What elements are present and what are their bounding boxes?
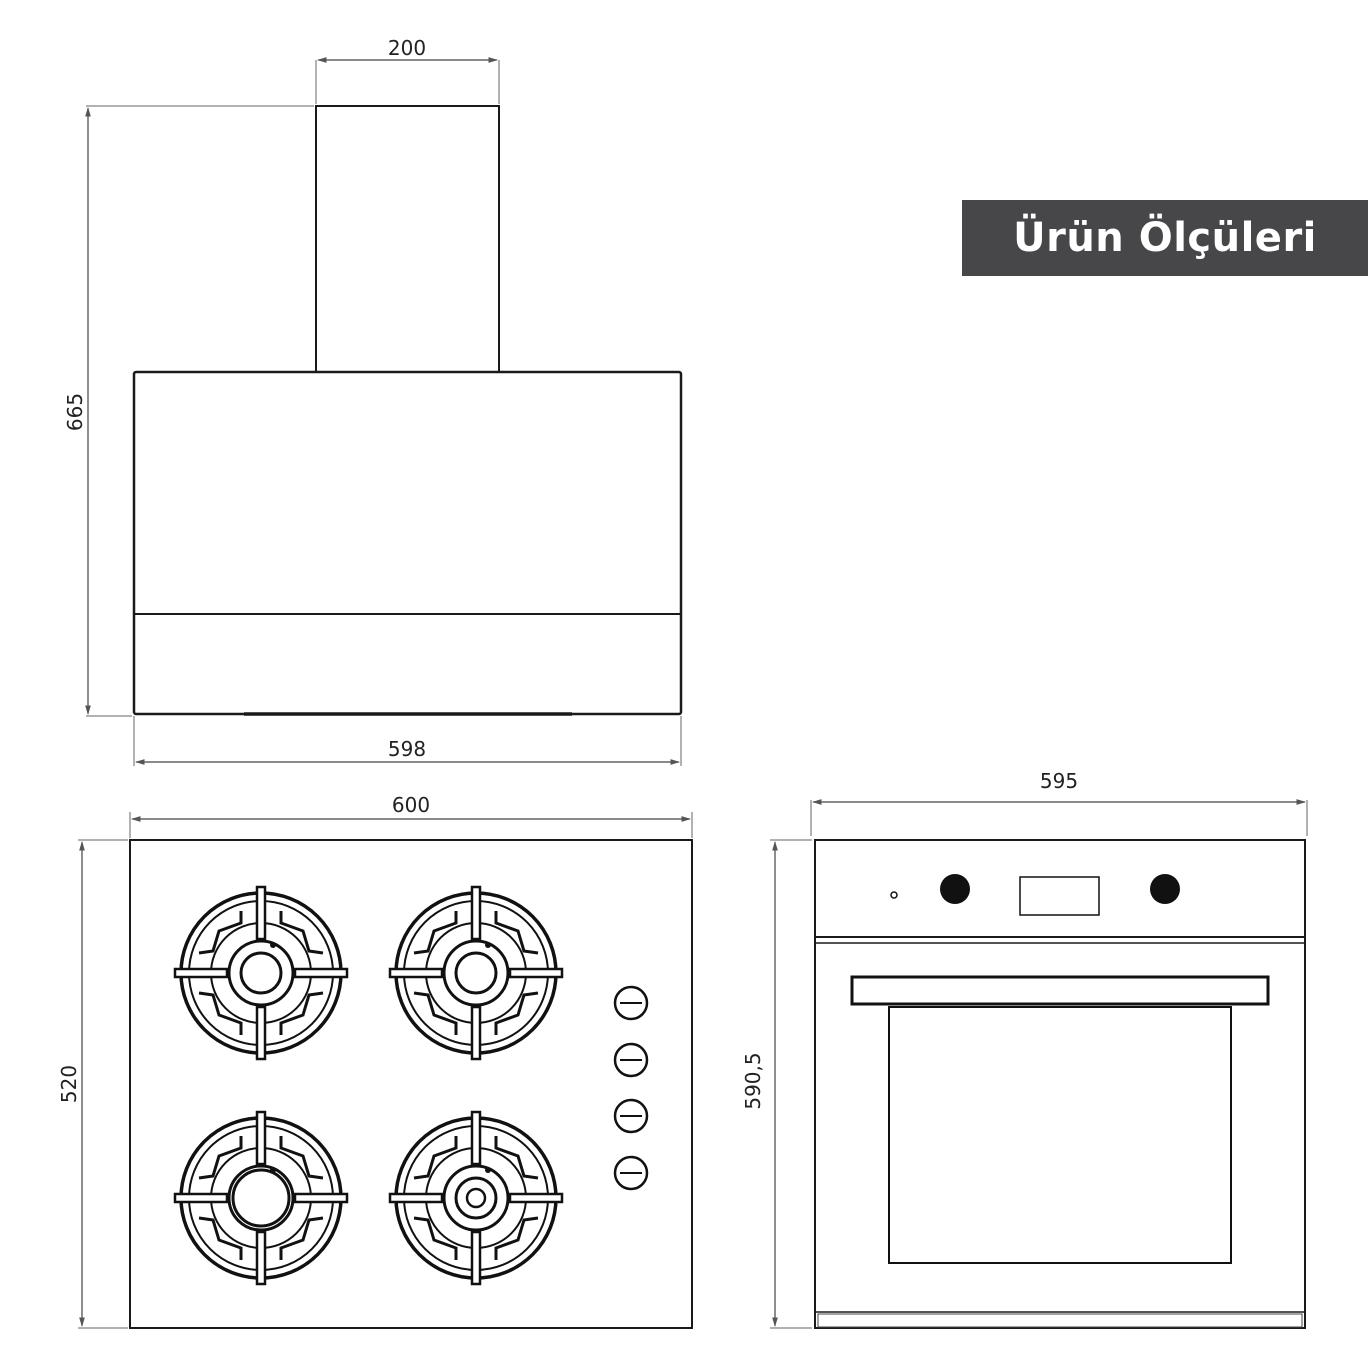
title-banner: Ürün Ölçüleri — [962, 200, 1368, 276]
oven-window — [888, 1006, 1232, 1264]
burner-top-left — [173, 885, 349, 1061]
oven-height-label: 590,5 — [741, 1052, 765, 1109]
hob-drawing: 600 520 — [57, 793, 693, 1329]
hood-drawing: 200 665 598 — [63, 36, 683, 766]
oven-knob-left-icon — [940, 874, 970, 904]
knob-icon — [613, 1155, 649, 1191]
knob-icon — [613, 1042, 649, 1078]
hob-width-label: 600 — [392, 793, 430, 817]
knob-icon — [613, 985, 649, 1021]
oven-knob-right-icon — [1150, 874, 1180, 904]
oven-display — [1019, 876, 1100, 916]
hob-height-label: 520 — [57, 1065, 81, 1103]
oven-handle — [850, 975, 1270, 1006]
burner-top-right — [388, 885, 564, 1061]
oven-body — [814, 839, 1306, 1329]
burner-bottom-left — [173, 1110, 349, 1286]
oven-drawing: 595 590,5 — [741, 769, 1308, 1329]
page-title: Ürün Ölçüleri — [1013, 215, 1317, 261]
hood-chimney — [315, 105, 500, 373]
oven-indicator-icon — [890, 891, 898, 899]
hob-body — [129, 839, 693, 1329]
hood-width-label: 598 — [388, 737, 426, 761]
hood-body — [132, 370, 683, 716]
hood-chimney-width-label: 200 — [388, 36, 426, 60]
hob-knobs — [613, 985, 649, 1191]
burner-bottom-right — [388, 1110, 564, 1286]
knob-icon — [613, 1098, 649, 1134]
oven-width-label: 595 — [1040, 769, 1078, 793]
hood-height-label: 665 — [63, 393, 87, 431]
